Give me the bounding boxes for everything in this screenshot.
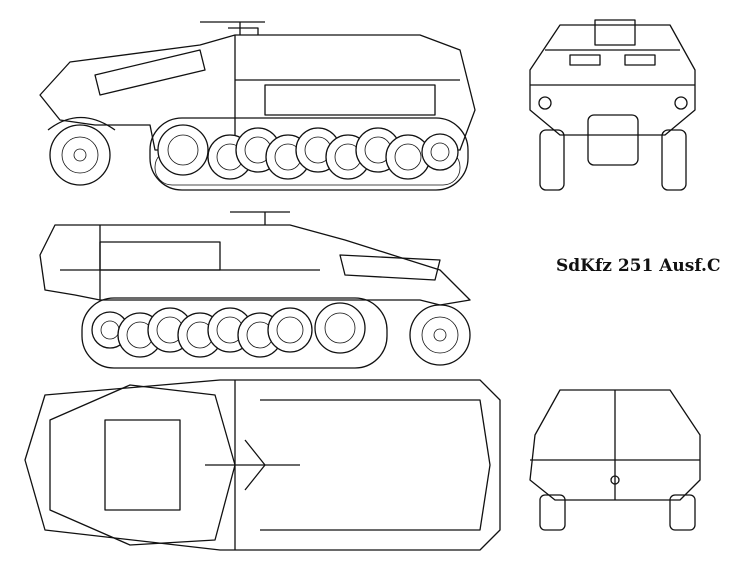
- front-wheel-2: [409, 304, 471, 366]
- rear-view: [529, 389, 701, 531]
- top-view: [24, 379, 501, 551]
- front-wheel: [49, 124, 111, 186]
- road-wheels-2: [91, 302, 366, 358]
- side-view-left: [39, 21, 476, 191]
- drawing-title: SdKfz 251 Ausf.C: [556, 256, 721, 276]
- side-view-right: [39, 211, 471, 369]
- front-view: [529, 19, 696, 191]
- road-wheels: [157, 124, 459, 180]
